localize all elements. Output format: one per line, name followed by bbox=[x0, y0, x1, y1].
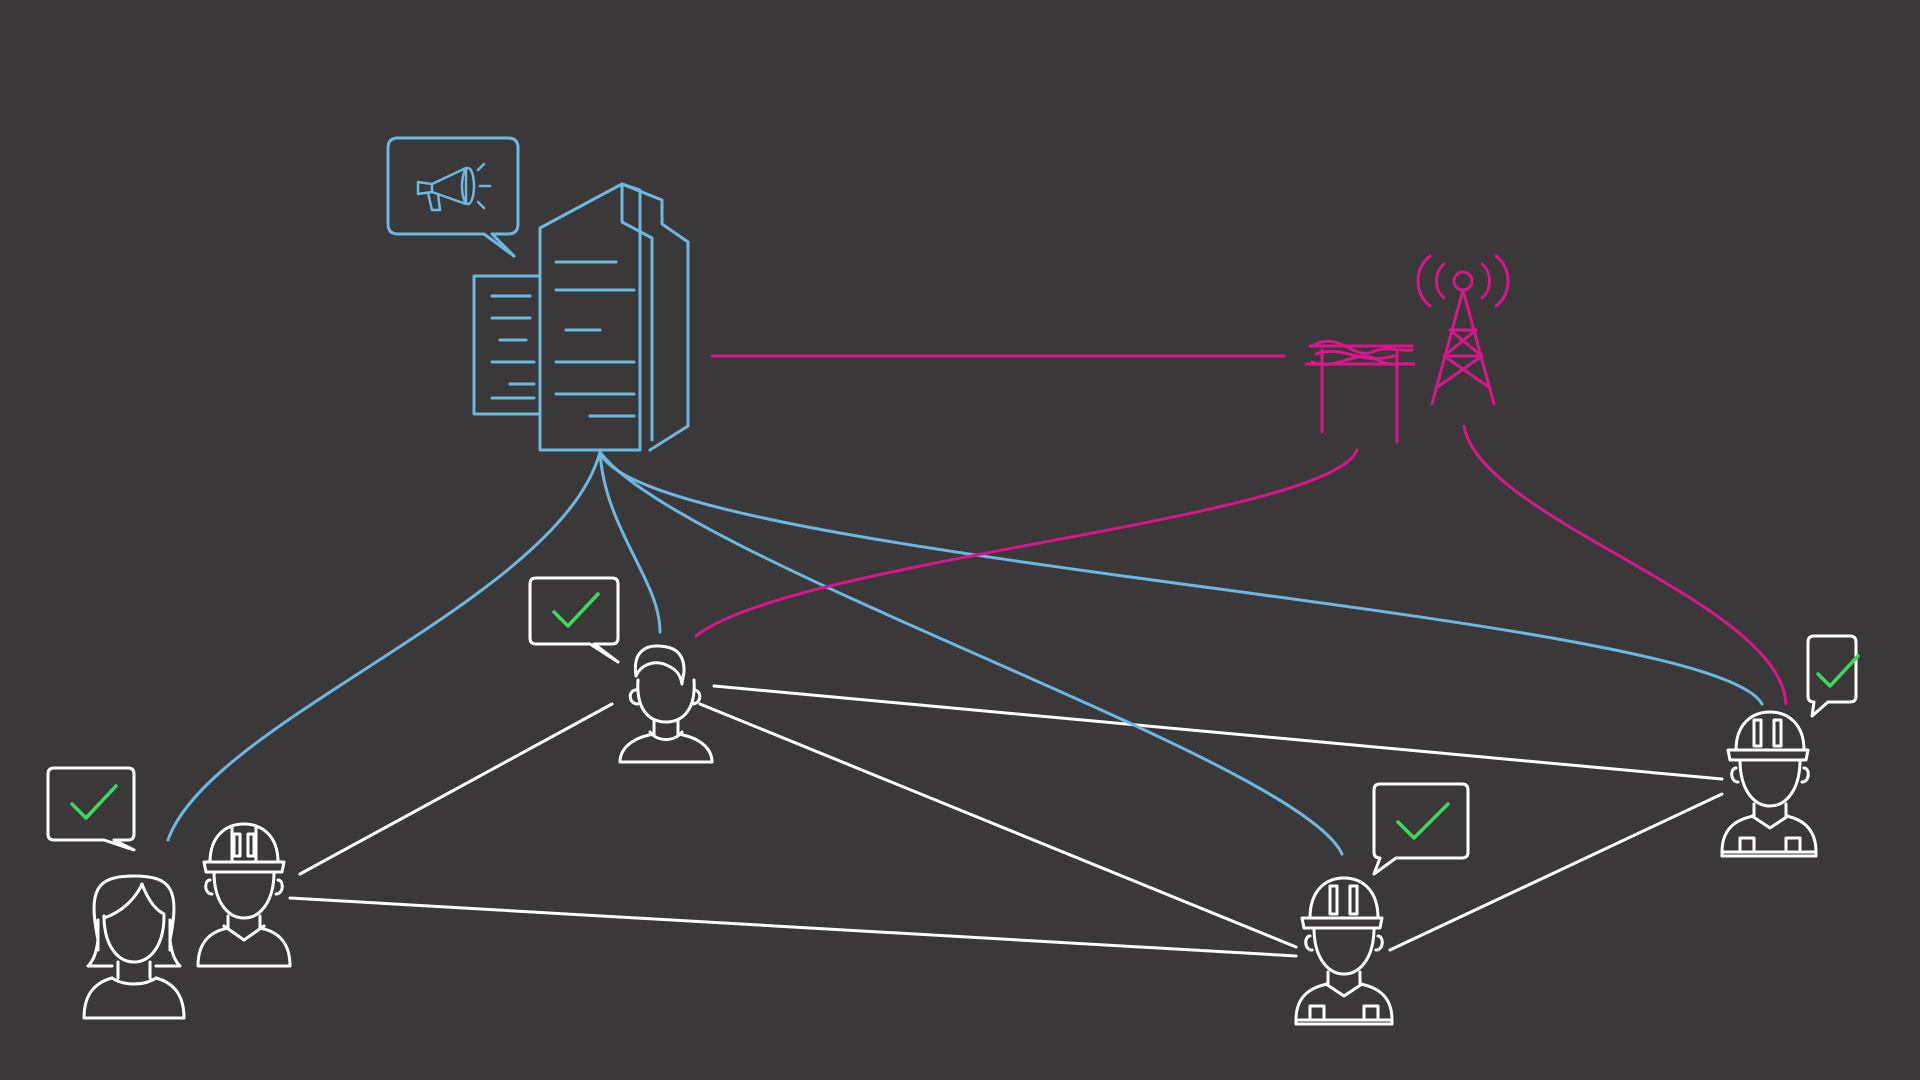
check-speech-bubble bbox=[1372, 782, 1470, 876]
man-face bbox=[636, 678, 696, 724]
link-man-center-to-worker-bottom-right bbox=[698, 702, 1298, 949]
low-building-windows bbox=[490, 294, 536, 400]
checkmark-icon bbox=[70, 784, 118, 820]
main-tower-inner-edge bbox=[620, 182, 654, 442]
hardhat-worker-icon bbox=[196, 822, 292, 968]
woman-neck bbox=[116, 960, 152, 980]
worker-face bbox=[212, 870, 276, 920]
checkmark-icon bbox=[1816, 654, 1860, 688]
link-relay-station-to-man-center bbox=[694, 448, 1359, 638]
man-hair bbox=[633, 644, 686, 686]
link-hq-to-man-center bbox=[598, 450, 662, 634]
link-worker-bottom-right-to-worker-far-right bbox=[1388, 792, 1724, 952]
man-body bbox=[618, 732, 714, 764]
headquarters-links bbox=[166, 450, 1764, 856]
woman-body bbox=[82, 976, 186, 1020]
main-tower bbox=[538, 182, 642, 452]
speech-bubble-outline bbox=[528, 576, 620, 664]
link-hq-to-woman-staff bbox=[166, 450, 602, 842]
speech-bubble-outline bbox=[386, 136, 520, 258]
checkmark-icon bbox=[552, 592, 600, 628]
link-radio-tower-to-worker-far-right bbox=[1462, 424, 1788, 706]
hardhat-worker-icon bbox=[1294, 876, 1394, 1026]
link-hq-to-worker-bottom-right bbox=[598, 450, 1344, 856]
office-building-icon bbox=[472, 182, 690, 452]
radio-tower-icon bbox=[1416, 254, 1510, 406]
main-tower-windows bbox=[554, 260, 636, 418]
check-speech-bubble bbox=[528, 576, 620, 664]
check-speech-bubble bbox=[1806, 634, 1860, 718]
worker-face bbox=[1738, 758, 1802, 808]
woman-face bbox=[102, 914, 166, 964]
woman-fringe bbox=[102, 882, 166, 920]
speech-bubble-outline bbox=[1372, 782, 1470, 876]
network-links bbox=[694, 354, 1788, 706]
peer-mesh-links bbox=[288, 684, 1724, 958]
checkmark-icon bbox=[1396, 802, 1450, 840]
worker-face bbox=[1312, 926, 1376, 976]
power-line-tower-icon bbox=[1304, 339, 1416, 444]
link-worker-left-to-worker-bottom-right bbox=[288, 896, 1298, 958]
link-hq-to-worker-far-right bbox=[598, 450, 1764, 706]
speech-bubble-outline bbox=[46, 766, 136, 852]
main-tower-side bbox=[620, 182, 690, 452]
announcement-speech-bubble bbox=[386, 136, 520, 258]
link-man-center-to-worker-far-right bbox=[712, 684, 1724, 781]
hardhat bbox=[1726, 710, 1810, 762]
woman-collar bbox=[110, 976, 158, 986]
hardhat bbox=[1300, 876, 1384, 930]
hardhat bbox=[202, 822, 286, 874]
man-avatar-icon bbox=[618, 644, 714, 764]
woman-avatar-icon bbox=[82, 874, 186, 1020]
hardhat-worker-icon bbox=[1720, 710, 1818, 858]
speech-bubble-outline bbox=[1806, 634, 1858, 718]
worker-body bbox=[196, 926, 292, 968]
link-worker-left-to-man-center bbox=[298, 702, 614, 876]
check-speech-bubble bbox=[46, 766, 136, 852]
megaphone-icon bbox=[416, 162, 492, 212]
